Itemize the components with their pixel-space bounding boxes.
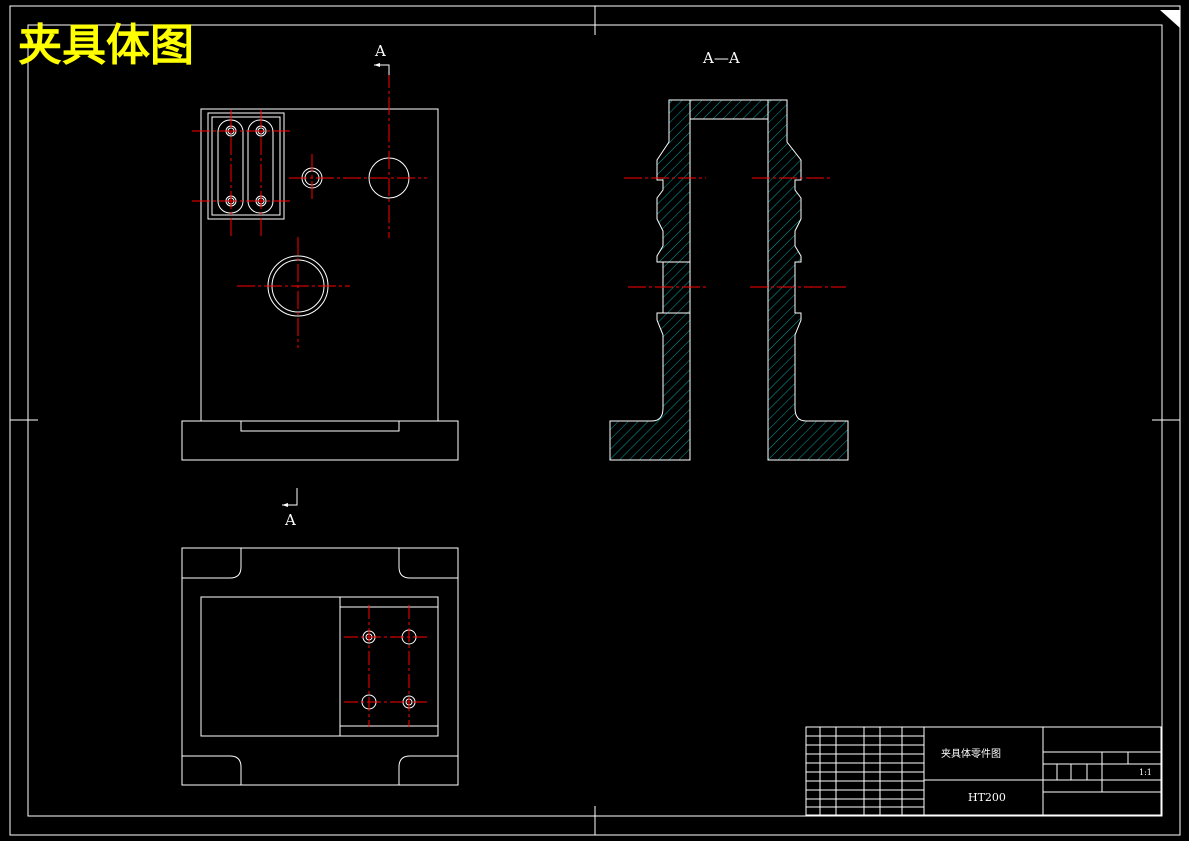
scale: 1:1 bbox=[1139, 768, 1152, 777]
drawing-heading: 夹具体图 bbox=[18, 20, 194, 71]
front-view: A A bbox=[181, 42, 459, 529]
section-marker-top: A bbox=[374, 42, 386, 60]
material: HT200 bbox=[968, 791, 1006, 804]
part-name: 夹具体零件图 bbox=[941, 747, 1001, 760]
sheet-border bbox=[9, 5, 1181, 836]
front-centerlines bbox=[192, 70, 427, 348]
section-centerlines bbox=[624, 177, 846, 288]
top-view bbox=[181, 547, 459, 786]
top-centerlines bbox=[344, 605, 430, 727]
section-marker-bottom: A bbox=[284, 511, 296, 529]
section-view: A—A bbox=[609, 49, 849, 461]
section-view-label: A—A bbox=[702, 49, 740, 67]
title-block: 夹具体零件图 HT200 1:1 bbox=[805, 726, 1162, 816]
